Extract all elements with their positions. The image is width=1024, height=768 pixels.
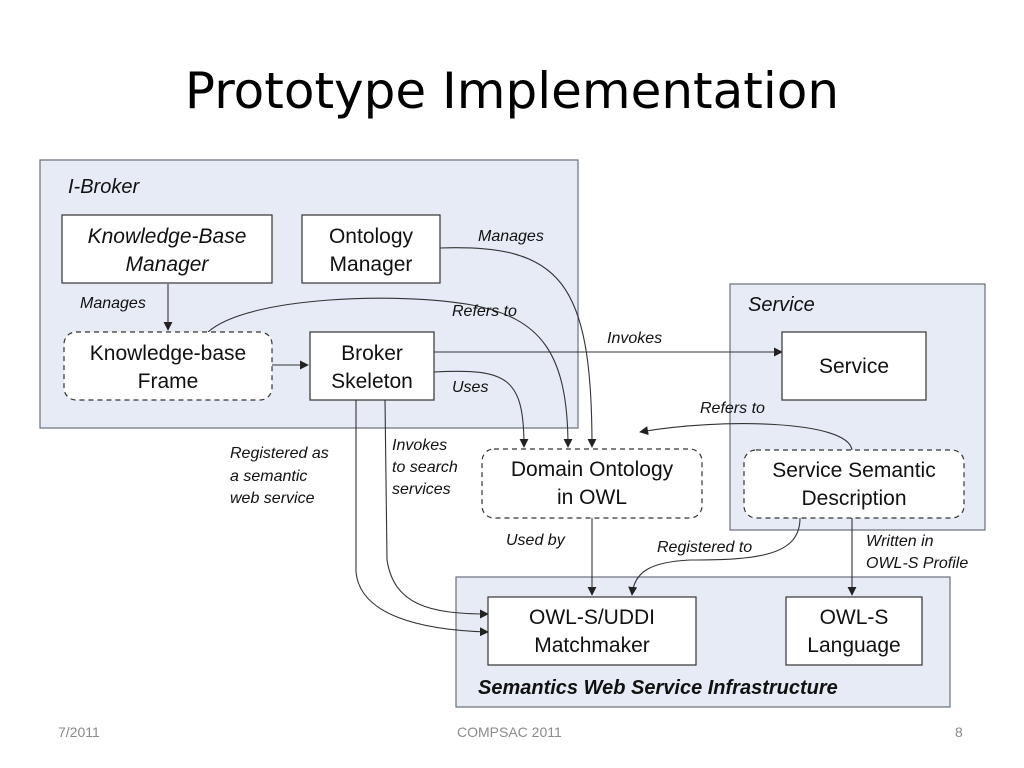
label-manages-kb: Manages <box>80 295 146 312</box>
node-matchmaker-line1: OWL-S/UDDI <box>529 606 655 629</box>
footer-date: 7/2011 <box>58 724 100 740</box>
edge-registered-as <box>355 400 489 637</box>
node-domain-ontology-line1: Domain Ontology <box>511 458 674 481</box>
node-ssd-line2: Description <box>801 487 906 510</box>
node-ontology-manager: Ontology Manager <box>301 214 441 284</box>
node-matchmaker-line2: Matchmaker <box>534 634 650 657</box>
label-uses: Uses <box>452 379 488 396</box>
node-service-semantic-description: Service Semantic Description <box>743 449 965 519</box>
node-ontology-manager-line1: Ontology <box>329 225 414 248</box>
edge-labels: Manages Manages Refers to Invokes Uses R… <box>80 228 968 572</box>
node-owls-language: OWL-S Language <box>785 596 923 666</box>
label-refers-to-service: Refers to <box>700 400 765 417</box>
node-kb-manager: Knowledge-Base Manager <box>61 214 273 284</box>
edge-manages-ontology <box>439 247 597 448</box>
edge-refers-to-top <box>207 297 573 448</box>
node-service: Service <box>781 331 927 401</box>
edge-refers-to-service <box>639 423 853 451</box>
node-owls-language-line2: Language <box>807 634 900 657</box>
label-written-in-2: OWL-S Profile <box>866 555 968 572</box>
label-registered-as-3: web service <box>230 490 315 507</box>
node-ontology-manager-line2: Manager <box>330 253 413 276</box>
label-registered-as-1: Registered as <box>230 445 329 462</box>
label-used-by: Used by <box>506 532 566 549</box>
edge-registered-to <box>628 517 801 596</box>
region-infrastructure-title: Semantics Web Service Infrastructure <box>478 677 838 699</box>
region-service-title: Service <box>748 294 815 316</box>
label-registered-as-2: a semantic <box>230 468 307 485</box>
edge-uses <box>433 370 529 448</box>
label-manages-ontology: Manages <box>478 228 544 245</box>
footer-conference: COMPSAC 2011 <box>457 724 562 740</box>
footer-page-number: 8 <box>955 724 963 740</box>
region-ibroker-title: I-Broker <box>68 176 140 198</box>
node-broker-skeleton-line2: Skeleton <box>331 370 413 393</box>
node-broker-skeleton-line1: Broker <box>341 342 403 365</box>
label-invokes-search-2: to search <box>392 459 458 476</box>
node-domain-ontology-line2: in OWL <box>557 486 627 509</box>
node-kb-frame: Knowledge-base Frame <box>63 331 273 401</box>
node-ssd-line1: Service Semantic <box>772 459 935 482</box>
node-broker-skeleton: Broker Skeleton <box>309 331 435 401</box>
node-service-line1: Service <box>819 355 889 378</box>
label-invokes-search-3: services <box>392 481 451 498</box>
node-kb-manager-line1: Knowledge-Base <box>88 225 247 248</box>
node-owls-language-line1: OWL-S <box>820 606 889 629</box>
node-kb-manager-line2: Manager <box>126 253 210 276</box>
node-domain-ontology: Domain Ontology in OWL <box>481 448 703 519</box>
node-kb-frame-line2: Frame <box>138 370 199 393</box>
edge-invokes-search <box>384 399 489 619</box>
label-invokes: Invokes <box>607 330 662 347</box>
slide-title: Prototype Implementation <box>184 62 840 120</box>
node-kb-frame-line1: Knowledge-base <box>90 342 246 365</box>
node-matchmaker: OWL-S/UDDI Matchmaker <box>487 596 697 666</box>
label-registered-to: Registered to <box>657 539 752 556</box>
label-refers-to-top: Refers to <box>452 303 517 320</box>
label-invokes-search-1: Invokes <box>392 437 447 454</box>
label-written-in-1: Written in <box>866 533 934 550</box>
edges <box>163 247 857 637</box>
